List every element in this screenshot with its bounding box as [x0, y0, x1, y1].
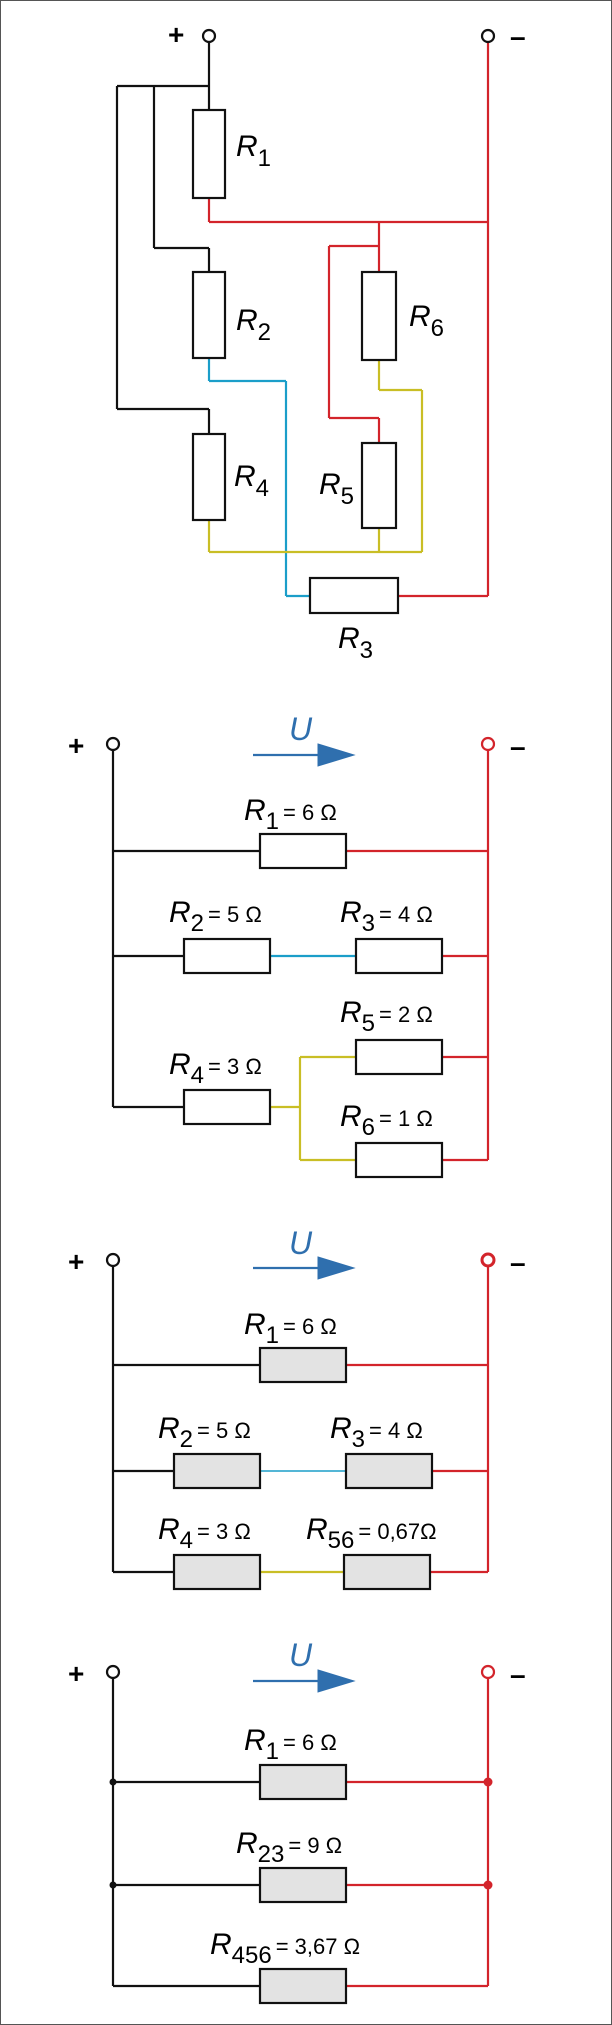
label-r5-d2: R5= 2 Ω	[340, 996, 433, 1037]
label-r23-d4: R23= 9 Ω	[236, 1827, 342, 1868]
voltage-label-d2: U	[289, 711, 313, 747]
label-r1-d4: R1= 6 Ω	[244, 1724, 337, 1765]
wire-negative-rail-d2	[346, 750, 490, 1162]
voltage-arrow-icon	[317, 743, 356, 767]
wire-positive-rail-d2	[111, 750, 260, 1109]
label-r5: R5	[319, 468, 354, 510]
resistor-r5-d2	[354, 1038, 444, 1076]
label-r4: R4	[234, 460, 269, 502]
resistor-r2-d2	[182, 937, 272, 975]
label-r6-d2: R6= 1 Ω	[340, 1100, 433, 1141]
voltage-label-d4: U	[289, 1637, 313, 1673]
resistor-r1-d4	[258, 1763, 348, 1801]
node-dot-d4	[483, 1880, 493, 1890]
wire-positive-bus	[115, 42, 211, 434]
label-r1-d3: R1= 6 Ω	[244, 1308, 337, 1349]
plus-sign-d2: +	[68, 730, 84, 761]
resistor-r23-d4	[258, 1866, 348, 1904]
wire-r4-r56-d2	[270, 1055, 356, 1162]
label-r1-d2: R1= 6 Ω	[244, 794, 337, 835]
wire-r4-r5-r6-node	[207, 360, 424, 554]
wire-negative-rail-d4	[346, 1678, 490, 1988]
diagram-3-r56-combined	[105, 1252, 496, 1591]
minus-sign: –	[510, 21, 526, 52]
terminal-positive-d4	[105, 1664, 121, 1680]
label-r2-d3: R2= 5 Ω	[158, 1412, 251, 1453]
plus-sign-d3: +	[68, 1246, 84, 1277]
terminal-negative-d2	[480, 736, 496, 752]
wire-negative-network	[207, 42, 490, 598]
terminal-positive-d3	[105, 1252, 121, 1268]
label-r2-d2: R2= 5 Ω	[169, 896, 262, 937]
minus-sign-d3: –	[510, 1247, 526, 1278]
wire-positive-rail-d4	[111, 1678, 260, 1988]
resistor-r1-d2	[258, 832, 348, 870]
resistors-d2	[182, 832, 444, 1179]
resistor-r4	[191, 432, 227, 522]
resistor-r3	[308, 576, 400, 615]
label-r4-d3: R4= 3 Ω	[158, 1513, 251, 1554]
plus-sign-d4: +	[68, 1658, 84, 1689]
minus-sign-d4: –	[510, 1659, 526, 1690]
diagram-1-original-circuit	[115, 28, 496, 615]
label-r3-d2: R3= 4 Ω	[340, 896, 433, 937]
resistor-r456-d4	[258, 1967, 348, 2005]
resistors-d4	[258, 1763, 348, 2005]
resistor-r3-d2	[354, 937, 444, 975]
terminal-positive	[201, 28, 217, 44]
resistor-r5	[360, 441, 398, 530]
resistor-r56-d3	[342, 1553, 432, 1591]
resistor-r4-d3	[172, 1553, 262, 1591]
diagram-4-three-parallel	[105, 1664, 496, 2005]
node-dot-d4	[109, 1881, 117, 1889]
label-r3-d3: R3= 4 Ω	[330, 1412, 423, 1453]
label-r3: R3	[338, 622, 373, 664]
terminal-negative-d3	[480, 1252, 496, 1268]
resistors-d3	[172, 1346, 434, 1591]
label-r456-d4: R456= 3,67 Ω	[210, 1928, 360, 1969]
terminal-negative-d4	[480, 1664, 496, 1680]
resistor-r6-d2	[354, 1141, 444, 1179]
resistor-r1	[191, 108, 227, 200]
resistor-r2-d3	[172, 1452, 262, 1490]
resistor-r1-d3	[258, 1346, 348, 1384]
label-r56-d3: R56= 0,67Ω	[306, 1513, 437, 1554]
label-r6: R6	[409, 300, 444, 342]
terminal-positive-d2	[105, 736, 121, 752]
terminal-negative	[480, 28, 496, 44]
label-r2: R2	[236, 304, 271, 346]
resistors-d1	[191, 108, 400, 615]
resistor-r6	[360, 270, 398, 362]
node-dot-d4	[483, 1777, 493, 1787]
label-r4-d2: R4= 3 Ω	[169, 1048, 262, 1089]
voltage-arrow-icon	[317, 1256, 356, 1280]
voltage-arrow-icon	[317, 1669, 356, 1693]
minus-sign-d2: –	[510, 731, 526, 762]
diagram-2-schematic	[105, 736, 496, 1179]
plus-sign: +	[168, 19, 184, 50]
voltage-label-d3: U	[289, 1225, 313, 1261]
resistor-r3-d3	[344, 1452, 434, 1490]
node-dot-d4	[109, 1778, 117, 1786]
wire-positive-rail-d3	[111, 1266, 260, 1574]
label-r1: R1	[236, 130, 271, 172]
resistor-r4-d2	[182, 1088, 272, 1126]
wire-r2-r3	[207, 358, 310, 598]
resistor-r2	[191, 270, 227, 360]
wire-negative-rail-d3	[346, 1266, 490, 1574]
